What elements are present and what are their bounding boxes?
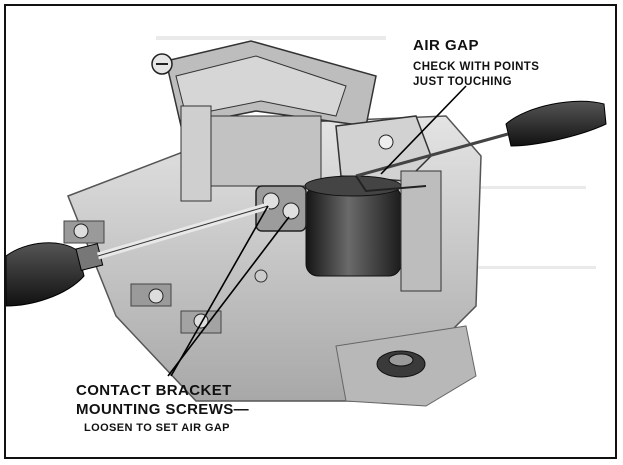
armature-screw [378,134,394,150]
figure-frame: AIR GAP CHECK WITH POINTS JUST TOUCHING … [4,4,617,459]
air-gap-note-line-1: CHECK WITH POINTS [413,61,540,73]
relay-post [180,105,212,202]
contact-bracket-note: LOOSEN TO SET AIR GAP [84,422,230,434]
contact-bracket-title: CONTACT BRACKET MOUNTING SCREWS— [76,381,296,419]
contact-arm [210,115,322,187]
base-screw-1 [73,223,89,239]
feeler-gauge-icon [355,100,607,193]
contact-title-line-1: CONTACT BRACKET [76,382,232,399]
air-gap-title: AIR GAP [413,37,480,54]
base-screw-2 [148,288,164,304]
bottom-rule [124,458,384,459]
base-screw-4 [254,269,268,283]
coil-bracket [400,170,442,292]
air-gap-note: CHECK WITH POINTS JUST TOUCHING [413,60,603,90]
contact-title-line-2: MOUNTING SCREWS— [76,401,250,418]
air-gap-note-line-2: JUST TOUCHING [413,76,512,88]
regulator-coil [305,185,402,277]
voltage-regulator-illustration [6,36,607,407]
mounting-screw-2 [282,202,300,220]
screwdriver-icon [6,202,269,307]
leader-lines [167,85,467,377]
